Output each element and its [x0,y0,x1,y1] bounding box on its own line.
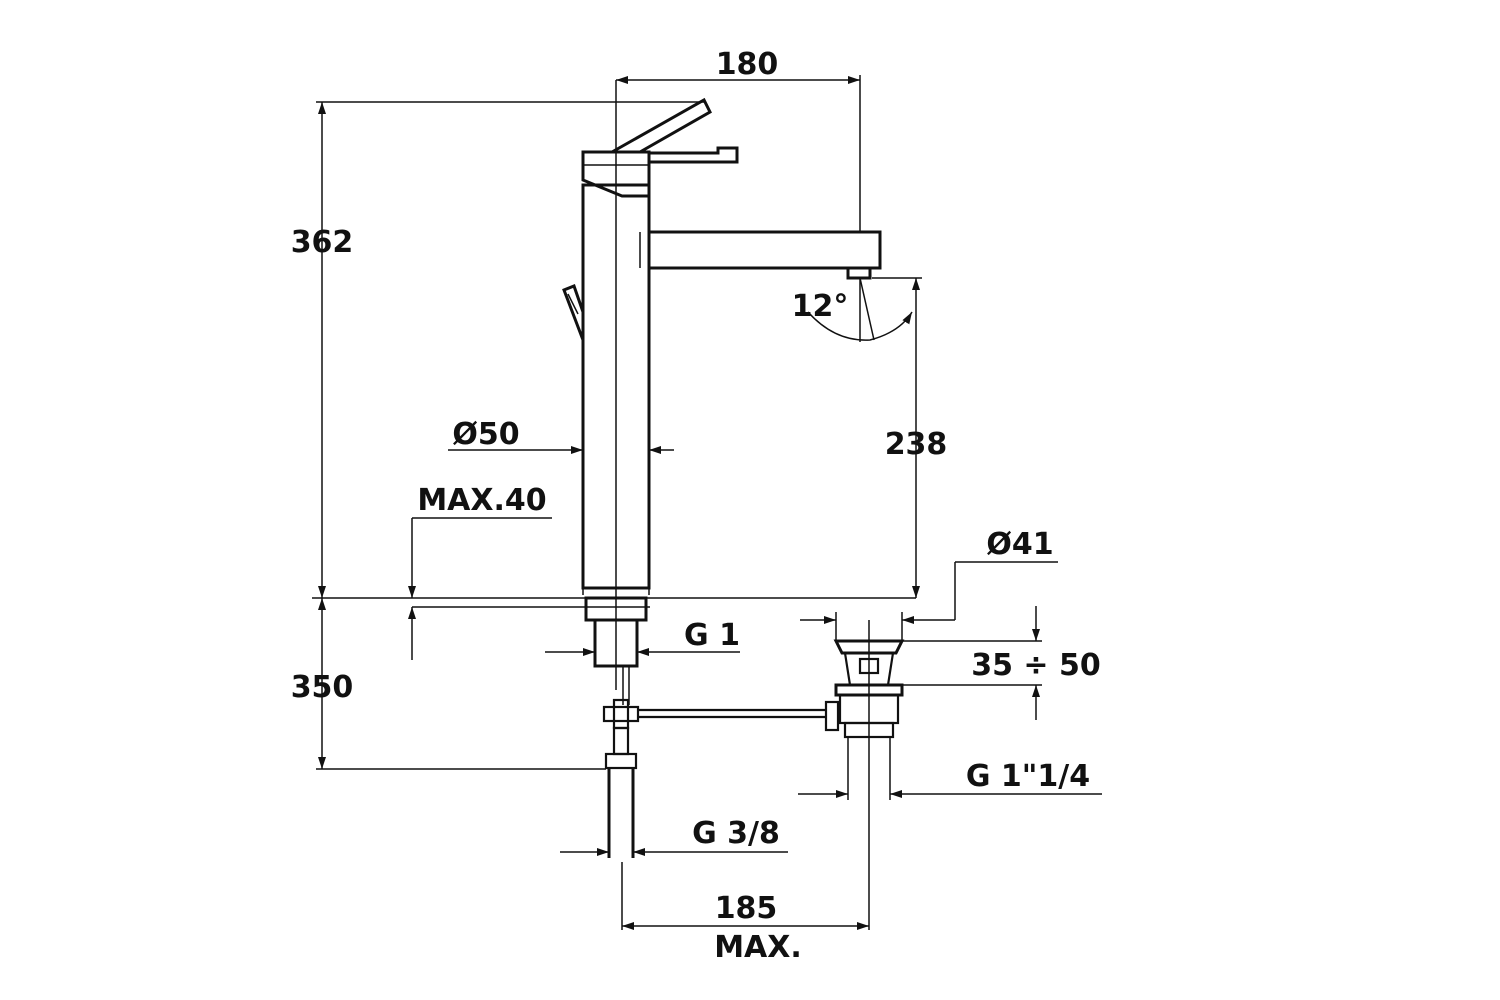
dimension-total-height: 362 [291,101,706,598]
dimension-spout-angle: 12° [792,289,913,341]
label-angle: 12° [792,289,849,324]
label-spout-height: 238 [885,427,948,462]
label-hose-thread: G 3/8 [692,816,780,851]
faucet-body [581,80,651,690]
dimension-body-diameter: Ø50 [448,417,674,595]
dimension-inlet-thread: G 1 [545,618,740,656]
dimension-top-width: 180 [616,47,861,232]
dimension-spout-height: 238 [872,277,948,598]
label-max-thickness: MAX.40 [417,483,546,518]
label-drain-range: 35 ÷ 50 [971,648,1101,683]
label-drain-thread: G 1"1/4 [966,759,1090,794]
popup-lever [562,284,585,341]
inlet-shank [584,596,648,705]
supply-hose [604,726,638,858]
label-drain-diameter: Ø41 [986,527,1053,562]
dimension-drain-thread: G 1"1/4 [798,737,1102,800]
lever-handle [611,97,739,164]
label-top-width: 180 [716,47,779,82]
label-body-diameter: Ø50 [452,417,519,452]
label-total-height: 362 [291,225,354,260]
label-bottom-distance: 185 [715,891,778,926]
drain-assembly [833,620,905,930]
dimension-drain-diameter: Ø41 [800,527,1058,641]
popup-rod-assembly [602,698,840,732]
dimension-below-height: 350 [291,598,606,770]
dimension-drain-range: 35 ÷ 50 [902,606,1101,720]
label-inlet-thread: G 1 [684,618,740,653]
label-below-height: 350 [291,670,354,705]
dimension-hose-thread: G 3/8 [560,816,788,856]
dimension-max-thickness: MAX.40 [408,483,552,660]
spout [639,230,882,342]
dimension-bottom-distance: 185 MAX. [621,862,869,965]
label-bottom-max: MAX. [714,930,802,965]
